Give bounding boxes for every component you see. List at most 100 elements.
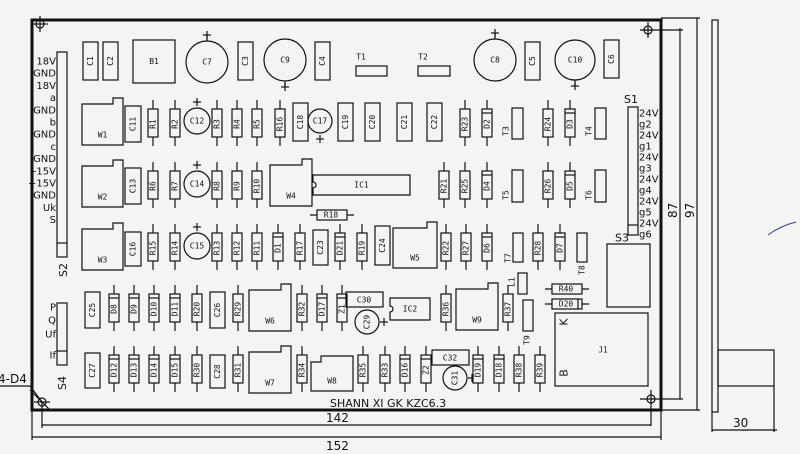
- diode-d20: D20: [545, 298, 589, 310]
- diode-d8: D8: [108, 285, 120, 331]
- pin-label: 24V: [639, 219, 659, 230]
- component-label: R1: [149, 119, 158, 129]
- dim-142: 142: [326, 411, 349, 425]
- component-label: D19: [474, 363, 483, 378]
- component-label: R15: [149, 241, 158, 256]
- component-label: C8: [490, 56, 500, 65]
- regulator-w3: W3: [81, 222, 124, 271]
- capacitor-c20: C20: [364, 102, 381, 142]
- resistor-r17: R17: [294, 224, 306, 270]
- dim-152: 152: [326, 439, 349, 453]
- transistor-t8: T8: [576, 232, 588, 275]
- diode-d14: D14: [148, 346, 160, 392]
- component-label: W2: [98, 193, 108, 202]
- capacitor-c26: C26: [209, 291, 226, 329]
- electrolytic-capacitor-c15: C15: [183, 223, 211, 260]
- component-label: C16: [129, 242, 138, 257]
- component-label: C30: [357, 296, 372, 305]
- resistor-r29: R29: [232, 285, 244, 331]
- component-label: W7: [265, 379, 275, 388]
- component-label: R5: [253, 119, 262, 129]
- component-label: D11: [171, 302, 180, 317]
- component-label: R13: [213, 241, 222, 256]
- board-outline: [30, 18, 663, 412]
- transistor-l1: L1: [508, 272, 528, 295]
- component-label: R37: [504, 302, 513, 317]
- resistor-r33: R33: [379, 346, 391, 392]
- component-label: C3: [241, 56, 250, 66]
- resistor-r39: R39: [534, 346, 546, 392]
- component-label: R20: [193, 302, 202, 317]
- component-label: W5: [410, 254, 420, 263]
- diode-d15: D15: [169, 346, 181, 392]
- pin-label: If: [50, 351, 57, 362]
- pin-label: Q: [48, 316, 56, 327]
- component-label: C5: [528, 56, 537, 66]
- component-label: C26: [213, 303, 222, 318]
- component-label: D3: [566, 119, 575, 129]
- resistor-r23: R23: [459, 100, 471, 146]
- component-label: R28: [534, 241, 543, 256]
- component-label: R10: [253, 179, 262, 194]
- resistor-r38: R38: [513, 346, 525, 392]
- component-label: C1: [86, 56, 95, 66]
- resistor-r37: R37: [502, 285, 514, 331]
- diode-d13: D13: [128, 346, 140, 392]
- component-label: C10: [568, 56, 583, 65]
- capacitor-c24: C24: [374, 225, 391, 266]
- component-label: R27: [462, 241, 471, 256]
- capacitor-c5: C5: [524, 41, 541, 81]
- resistor-r25: R25: [459, 162, 471, 208]
- capacitor-c1: C1: [82, 41, 99, 81]
- connector-name: S4: [56, 376, 69, 390]
- resistor-r11: R11: [251, 224, 263, 270]
- pen-mark: [767, 221, 797, 236]
- regulator-w7: W7: [248, 345, 292, 394]
- component-label: D20: [559, 300, 574, 309]
- electrolytic-capacitor-c29: C29: [354, 309, 388, 335]
- resistor-r20: R20: [191, 285, 203, 331]
- component-label: T4: [585, 126, 594, 136]
- component-label: R26: [544, 179, 553, 194]
- regulator-w1: W1: [81, 97, 124, 146]
- diode-d12: D12: [108, 346, 120, 392]
- component-label: C25: [88, 303, 97, 318]
- component-label: R30: [193, 363, 202, 378]
- pin-label: 18V: [36, 57, 56, 68]
- electrolytic-capacitor-c14: C14: [183, 161, 211, 198]
- component-label: Z1: [338, 304, 347, 314]
- component-label: R33: [381, 363, 390, 378]
- component-label: D12: [110, 363, 119, 378]
- connector-name: S1: [624, 93, 638, 106]
- pin-label: 24V: [639, 131, 659, 142]
- component-label: R40: [559, 285, 574, 294]
- resistor-r30: R30: [191, 346, 203, 392]
- diode-d2: D2: [481, 100, 493, 146]
- board-label: SHANN XI GK KZC6.3: [330, 397, 446, 410]
- component-label: R8: [213, 181, 222, 191]
- resistor-r15: R15: [147, 224, 159, 270]
- pin-label: Uk: [43, 203, 56, 214]
- diode-d10: D10: [148, 285, 160, 331]
- component-label: D14: [150, 363, 159, 378]
- component-label: C24: [378, 238, 387, 253]
- component-label: C29: [363, 315, 372, 330]
- component-label: D18: [495, 363, 504, 378]
- component-label: T9: [523, 335, 532, 345]
- diode-d11: D11: [169, 285, 181, 331]
- plus-icon: [316, 135, 324, 143]
- component-label: C9: [280, 56, 290, 65]
- component-label: T6: [585, 190, 594, 200]
- diode-d1: D1: [272, 224, 284, 270]
- pin-label: g5: [639, 208, 652, 219]
- component-label: R4: [233, 119, 242, 129]
- resistor-r12: R12: [231, 224, 243, 270]
- pin-label: -15V: [33, 166, 56, 177]
- component-label: D8: [110, 304, 119, 314]
- component-label: L1: [508, 277, 517, 287]
